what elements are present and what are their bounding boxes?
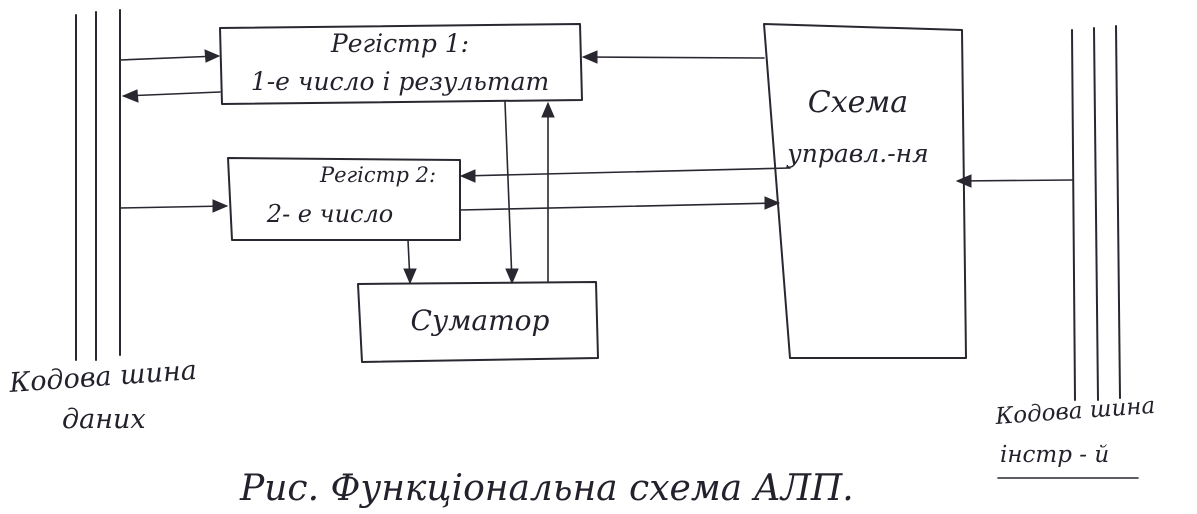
- register-2-title: Регістр 2:: [319, 163, 436, 187]
- control-unit-title: Схема: [808, 85, 908, 120]
- arrow-head-instr-to-control: [955, 174, 972, 188]
- arrow-head-adder-to-reg1: [541, 101, 555, 118]
- arrow-head-reg1-to-adder: [505, 268, 519, 285]
- control-unit-box: [763, 23, 967, 359]
- figure-caption: Рис. Функціональна схема АЛП.: [239, 468, 854, 509]
- arrow-head-reg1-to-bus: [121, 89, 139, 103]
- data-bus-label-line2: даних: [62, 404, 146, 435]
- arrow-head-control-to-reg2: [459, 169, 476, 183]
- arrow-head-bus-to-reg2: [212, 199, 229, 213]
- register-1-subtitle: 1-е число і результат: [251, 67, 549, 96]
- register-1-box: [219, 23, 583, 105]
- data-bus-label: Кодова шина: [7, 355, 197, 399]
- arrow-head-reg2-to-control: [764, 196, 781, 210]
- control-unit-subtitle: управл.-ня: [786, 139, 928, 168]
- arrow-head-control-to-reg1: [581, 50, 598, 64]
- instruction-bus-lines: [1071, 25, 1121, 401]
- instruction-bus-label-line2: інстр - й: [1000, 442, 1109, 468]
- arrow-heads: [121, 49, 972, 285]
- register-2-subtitle: 2- е число: [266, 200, 393, 228]
- instruction-bus-label: Кодова шина: [994, 393, 1156, 430]
- adder-label: Суматор: [411, 304, 550, 337]
- data-bus-lines: [75, 9, 121, 361]
- arrow-head-reg2-to-adder: [403, 268, 417, 285]
- register-2-box: [227, 157, 461, 241]
- adder-box: [357, 281, 599, 363]
- connector-lines: [119, 55, 1073, 283]
- register-1-title: Регістр 1:: [330, 29, 469, 58]
- arrow-head-bus-to-reg1: [204, 49, 221, 63]
